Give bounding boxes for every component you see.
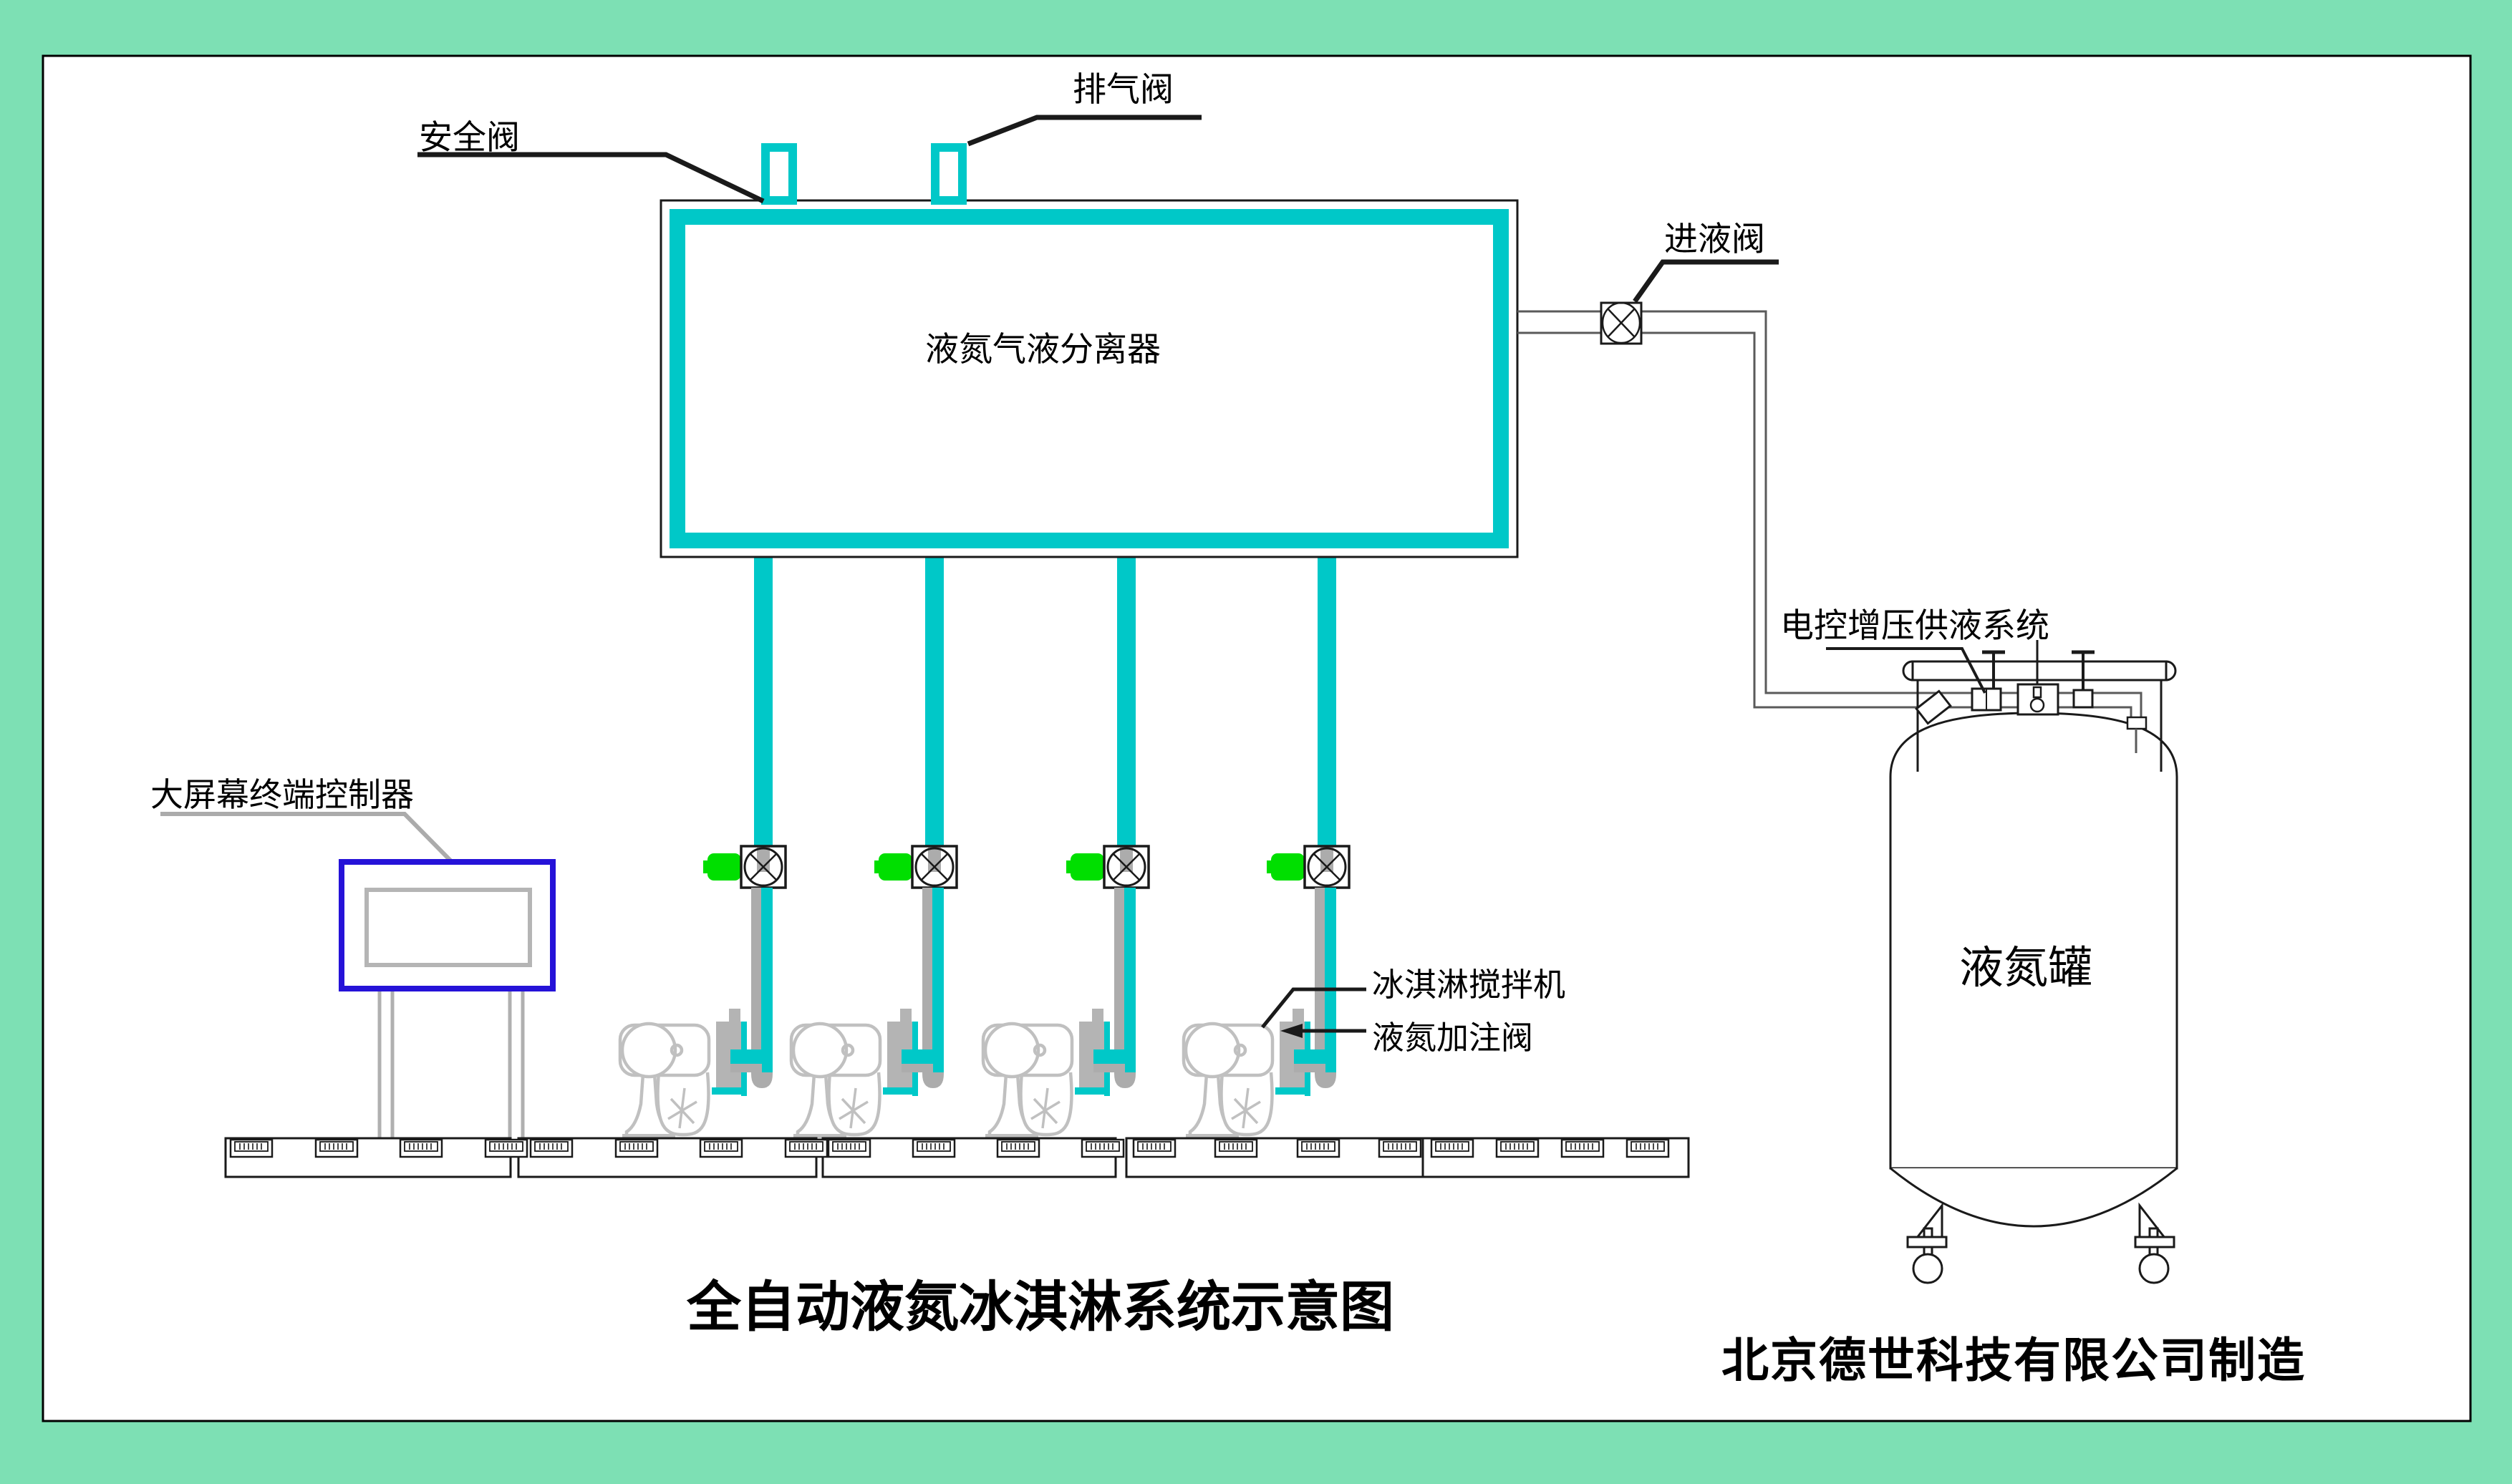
manufacturer-caption: 北京德世科技有限公司制造: [1721, 1335, 2306, 1387]
safety-valve-label: 安全阀: [419, 120, 520, 157]
vent-grille: [1378, 1138, 1422, 1158]
inlet-valve-leader: [1633, 259, 1779, 304]
safety-valve-stub: [761, 143, 797, 205]
controller-monitor: [339, 859, 556, 991]
diagram-title: 全自动液氮冰淇淋系统示意图: [687, 1278, 1394, 1338]
supply-system-leader: [1826, 647, 1986, 694]
monitor-screen: [364, 888, 532, 967]
caster-wheel-right: [2134, 1202, 2175, 1284]
exhaust-valve-label: 排气阀: [1073, 72, 1174, 109]
manifold-valve-2: [2072, 650, 2095, 709]
caster-wheel-left: [1906, 1202, 1948, 1284]
tank-label: 液氮罐: [1959, 944, 2093, 993]
exhaust-valve-stub: [931, 143, 967, 205]
nitrogen-tank: [1889, 712, 2178, 1284]
transfer-pipe: [1517, 310, 2143, 717]
inlet-valve-label: 进液阀: [1664, 221, 1765, 258]
vent-grille: [699, 1138, 743, 1158]
vent-grille: [1132, 1138, 1177, 1158]
vent-grille: [1214, 1138, 1258, 1158]
vent-grille: [1430, 1138, 1474, 1158]
pressurization-system: [1902, 640, 2177, 772]
vent-grille: [229, 1138, 274, 1158]
tank-bottom-dome: [1890, 1167, 2178, 1228]
separator-vessel: [660, 199, 1519, 558]
vent-grille: [484, 1138, 528, 1158]
mixer-label: 冰淇淋搅拌机: [1372, 967, 1566, 1003]
vent-grille: [1296, 1138, 1340, 1158]
vent-grille: [1560, 1138, 1605, 1158]
vent-grille: [399, 1138, 443, 1158]
vent-grille: [1081, 1138, 1125, 1158]
vent-grille: [827, 1138, 871, 1158]
elbow-fitting: [2126, 716, 2148, 730]
tank-body: [1889, 712, 2178, 1170]
equipment-platform-row: [224, 1137, 1690, 1178]
filling-valve-label: 液氮加注阀: [1372, 1020, 1534, 1056]
controller-stand: [377, 986, 525, 1140]
manifold-valve-1: [1971, 650, 2005, 712]
separator-label: 液氮气液分离器: [925, 331, 1161, 369]
vent-grille: [314, 1138, 359, 1158]
vent-grille: [529, 1138, 574, 1158]
vent-grille: [1495, 1138, 1540, 1158]
supply-system-label: 电控增压供液系统: [1780, 608, 2049, 645]
shoulder-nozzle: [1915, 689, 1952, 725]
controller-label: 大屏幕终端控制器: [150, 777, 414, 813]
filling-valve-arrowhead: [1280, 1024, 1303, 1038]
vent-grille: [614, 1138, 659, 1158]
exhaust-valve-leader: [967, 115, 1202, 147]
vent-grille: [996, 1138, 1040, 1158]
vent-grille: [1625, 1138, 1670, 1158]
safety-valve-leader: [417, 152, 765, 204]
pressure-regulator-box: [2016, 683, 2059, 716]
mixer-leader: [1261, 987, 1366, 1029]
vent-grille: [784, 1138, 829, 1158]
vent-grille: [912, 1138, 956, 1158]
controller-leader-line: [160, 812, 455, 865]
tank-handle-rail: [1911, 660, 2168, 682]
inlet-valve: [1600, 301, 1643, 345]
